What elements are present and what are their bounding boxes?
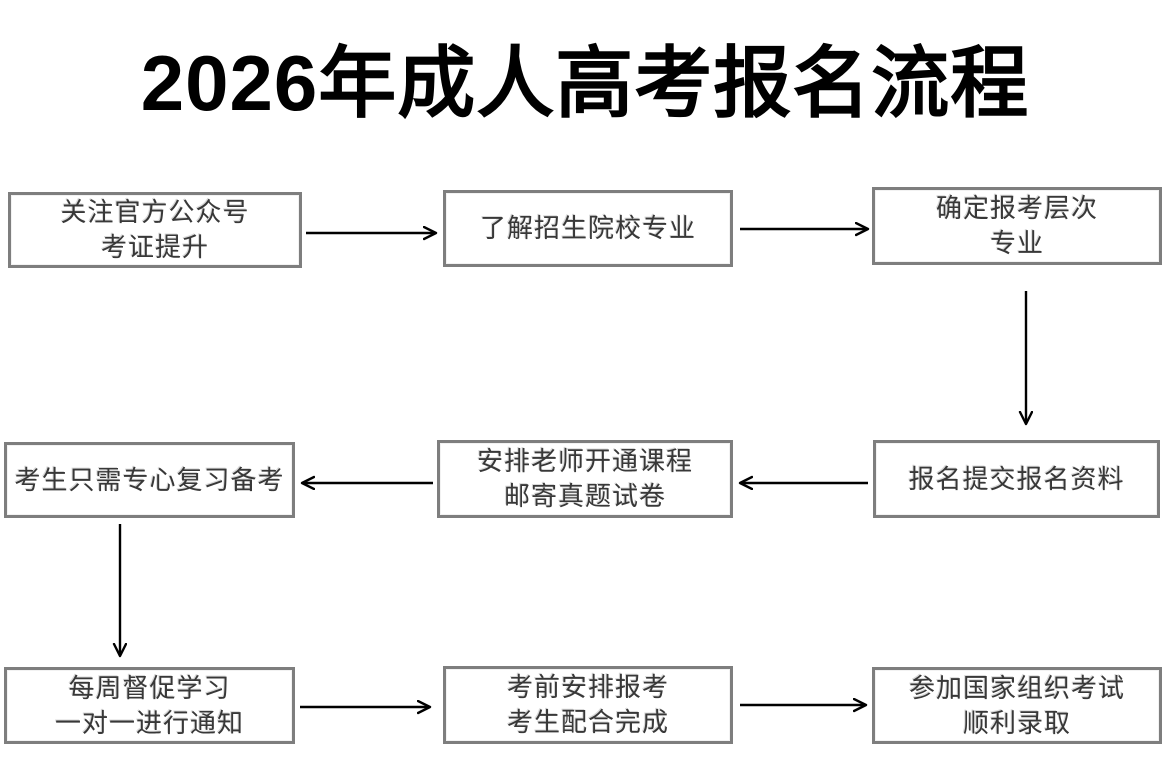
flow-step-6-line-1: 考生只需专心复习备考 — [14, 464, 285, 495]
flow-step-8-line-1: 考前安排报考 — [506, 672, 669, 702]
flow-step-5-line-1: 安排老师开通课程 — [476, 446, 693, 476]
flow-step-5-line-2: 邮寄真题试卷 — [503, 481, 666, 511]
flow-step-5-box: 安排老师开通课程 邮寄真题试卷 — [437, 440, 733, 518]
flow-step-4-line-1: 报名提交报名资料 — [908, 463, 1125, 494]
flow-step-1-line-2: 考证提升 — [100, 232, 209, 262]
flow-step-2-line-1: 了解招生院校专业 — [479, 213, 696, 243]
flow-step-1-box: 关注官方公众号 考证提升 — [8, 192, 302, 268]
flow-step-7-box: 每周督促学习 一对一进行通知 — [4, 667, 295, 744]
flow-step-3-line-1: 确定报考层次 — [935, 193, 1098, 223]
page-title: 2026年成人高考报名流程 — [140, 39, 1030, 127]
flow-step-2-box: 了解招生院校专业 — [443, 190, 733, 267]
flow-step-3-box: 确定报考层次 专业 — [872, 187, 1162, 265]
flow-step-4-box: 报名提交报名资料 — [873, 440, 1160, 518]
flow-step-1-line-1: 关注官方公众号 — [60, 197, 250, 227]
flow-step-9-box: 参加国家组织考试 顺利录取 — [872, 667, 1162, 744]
flow-step-8-line-2: 考生配合完成 — [506, 707, 669, 737]
flow-step-7-line-1: 每周督促学习 — [68, 672, 231, 703]
flow-step-7-line-2: 一对一进行通知 — [54, 707, 244, 738]
flow-step-6-box: 考生只需专心复习备考 — [4, 442, 295, 518]
flow-step-8-box: 考前安排报考 考生配合完成 — [443, 666, 733, 744]
flow-step-9-line-1: 参加国家组织考试 — [908, 672, 1125, 703]
flow-step-9-line-2: 顺利录取 — [962, 707, 1071, 738]
flow-step-3-line-2: 专业 — [989, 228, 1044, 258]
